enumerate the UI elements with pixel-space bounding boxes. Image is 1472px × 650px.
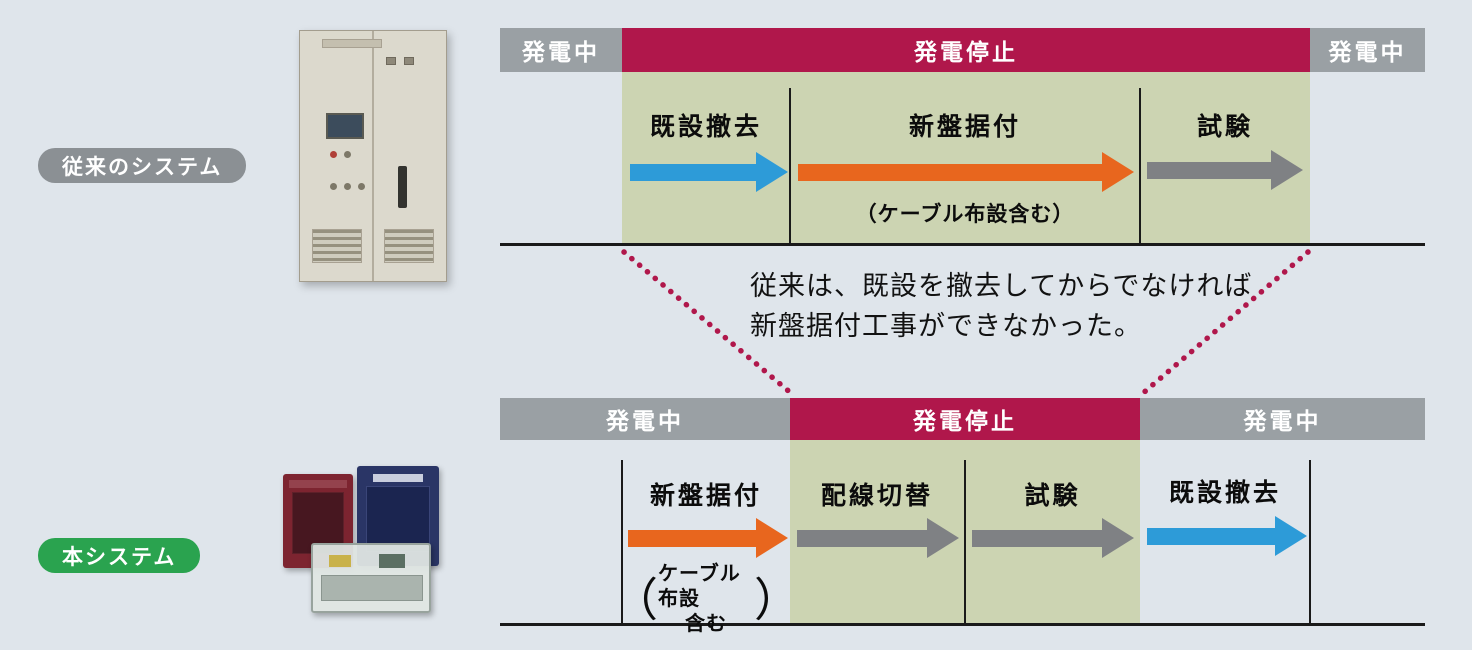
arrow-shaft	[628, 529, 756, 547]
arrow-head	[1275, 516, 1307, 556]
note-line2: 含む	[685, 613, 727, 635]
cabinet-button	[330, 151, 337, 158]
bottom-phase-rewire-arrow	[797, 518, 959, 558]
top-phase-install-label: 新盤据付	[908, 113, 1021, 141]
note-open-paren: （	[612, 573, 658, 626]
bottom-divider-3	[1309, 460, 1311, 624]
bottom-phase-install-label: 新盤据付	[649, 482, 762, 510]
bottom-cable-note: （ ケーブル布設 含む ）	[612, 562, 800, 637]
top-divider-2	[1139, 88, 1141, 244]
bottom-divider-1	[621, 460, 623, 624]
relay-component	[379, 554, 405, 568]
bottom-phase-test-label: 試験	[1024, 482, 1081, 510]
cabinet-button	[344, 151, 351, 158]
top-phase-removal-arrow	[630, 152, 788, 192]
top-divider-1	[789, 88, 791, 244]
middle-explanation-line1: 従来は、既設を撤去してからでなければ	[750, 271, 1253, 301]
cabinet-handle	[398, 166, 407, 208]
relay-board	[321, 575, 423, 601]
top-phase-test-label: 試験	[1196, 113, 1253, 141]
arrow-head	[756, 518, 788, 558]
arrow-head	[756, 152, 788, 192]
relay-component	[329, 555, 351, 567]
note-close-paren: ）	[754, 573, 800, 626]
bottom-phase-removal-label: 既設撤去	[1168, 479, 1281, 507]
cabinet-door-split	[372, 31, 374, 281]
protection-relay-units-photo	[275, 462, 455, 614]
bottom-phase-removal-arrow	[1147, 516, 1307, 556]
cabinet-button	[358, 183, 365, 190]
cabinet-nameplate	[322, 39, 382, 48]
control-panel-cabinet-photo	[299, 30, 447, 282]
cabinet-vent	[384, 229, 434, 263]
top-baseline	[500, 243, 1425, 246]
top-generating-left: 発電中	[500, 28, 622, 72]
bottom-phase-rewire-label: 配線切替	[820, 482, 933, 510]
cabinet-button	[344, 183, 351, 190]
arrow-head	[1102, 152, 1134, 192]
arrow-head	[1271, 150, 1303, 190]
bottom-baseline	[500, 623, 1425, 626]
conventional-system-badge: 従来のシステム	[38, 148, 247, 183]
arrow-shaft	[798, 163, 1102, 181]
cabinet-indicator	[386, 57, 396, 65]
cabinet-button	[330, 183, 337, 190]
relay-unit-clear	[311, 543, 431, 613]
middle-explanation-line2: 新盤据付工事ができなかった。	[750, 311, 1142, 341]
cabinet-vent	[312, 229, 362, 263]
note-line1: ケーブル布設	[658, 563, 741, 610]
top-generation-stopped: 発電停止	[622, 28, 1310, 72]
arrow-shaft	[972, 529, 1102, 547]
this-system-badge: 本システム	[38, 538, 201, 573]
top-phase-removal-label: 既設撤去	[649, 113, 762, 141]
arrow-shaft	[797, 529, 927, 547]
bottom-phase-test-arrow	[972, 518, 1134, 558]
top-outage-panel	[622, 72, 1310, 246]
bottom-divider-2	[964, 460, 966, 624]
arrow-head	[1102, 518, 1134, 558]
bottom-generation-stopped: 発電停止	[790, 398, 1140, 440]
middle-explanation: 従来は、既設を撤去してからでなければ 新盤据付工事ができなかった。	[750, 266, 1252, 346]
arrow-shaft	[1147, 527, 1275, 545]
top-cable-note: （ケーブル布設含む）	[855, 203, 1075, 226]
bottom-generating-right: 発電中	[1140, 398, 1425, 440]
bottom-phase-install-arrow	[628, 518, 788, 558]
top-phase-test-arrow	[1147, 150, 1303, 190]
arrow-shaft	[630, 163, 756, 181]
relay-cap	[289, 480, 347, 488]
relay-window	[366, 486, 430, 552]
cabinet-indicator	[404, 57, 414, 65]
arrow-head	[927, 518, 959, 558]
top-phase-install-arrow	[798, 152, 1134, 192]
relay-label	[373, 474, 423, 482]
cabinet-display-screen	[326, 113, 364, 139]
arrow-shaft	[1147, 161, 1271, 179]
top-generating-right: 発電中	[1310, 28, 1425, 72]
bottom-generating-left: 発電中	[500, 398, 790, 440]
